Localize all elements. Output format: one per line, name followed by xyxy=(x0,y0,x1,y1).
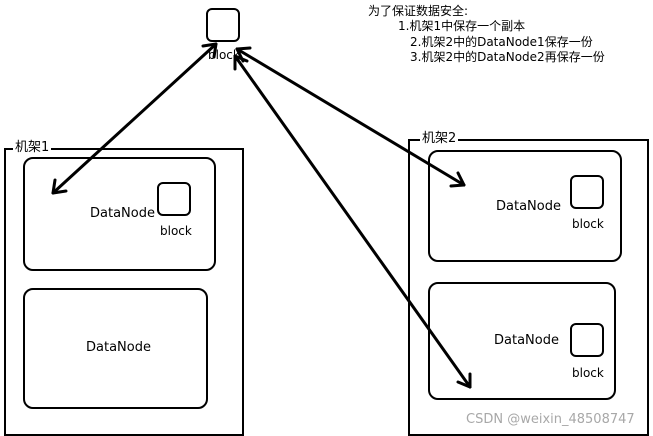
rack-2-datanode-1-block-label: block xyxy=(572,217,604,231)
arrowhead-top-left xyxy=(201,42,218,59)
rack-1-datanode-1-block-box xyxy=(157,182,191,216)
rack-1-datanode-1-block-label: block xyxy=(160,224,192,238)
rack-2-datanode-2-label: DataNode xyxy=(494,333,559,348)
arrow-to-rack-2-node-1 xyxy=(235,47,466,187)
rack-1-datanode-2-label: DataNode xyxy=(86,340,151,355)
rack-1 xyxy=(4,148,244,436)
watermark: CSDN @weixin_48508747 xyxy=(466,412,635,427)
notes-title: 为了保证数据安全: xyxy=(368,4,469,18)
rack-2-datanode-1-label: DataNode xyxy=(496,199,561,214)
rack-1-datanode-1-label: DataNode xyxy=(90,206,155,221)
arrowhead-rack-1-bottom xyxy=(51,178,68,195)
notes-item-2: 2.机架2中的DataNode1保存一份 xyxy=(410,35,593,49)
arrowhead-top-right-2 xyxy=(233,54,249,71)
top-block-box xyxy=(206,8,240,42)
rack-2-datanode-2-block-label: block xyxy=(572,366,604,380)
arrowhead-rack-2-node-2 xyxy=(456,372,472,389)
rack-2-datanode-1-block-box xyxy=(570,175,604,209)
rack-2-datanode-2 xyxy=(428,282,616,400)
rack-2-datanode-2-block-box xyxy=(570,323,604,357)
notes-item-1: 1.机架1中保存一个副本 xyxy=(398,19,526,33)
rack-1-datanode-1 xyxy=(23,157,216,271)
rack-2-label: 机架2 xyxy=(420,131,459,146)
rack-2-datanode-1 xyxy=(428,150,622,262)
arrowhead-rack-2-node-1 xyxy=(449,171,466,188)
rack-1-label: 机架1 xyxy=(13,140,52,155)
notes-item-3: 3.机架2中的DataNode2再保存一份 xyxy=(410,50,605,64)
arrow-to-rack-2-node-2 xyxy=(233,54,472,389)
rack-2 xyxy=(408,139,649,436)
arrow-to-rack-1 xyxy=(51,42,218,195)
rack-1-datanode-2 xyxy=(23,288,208,409)
